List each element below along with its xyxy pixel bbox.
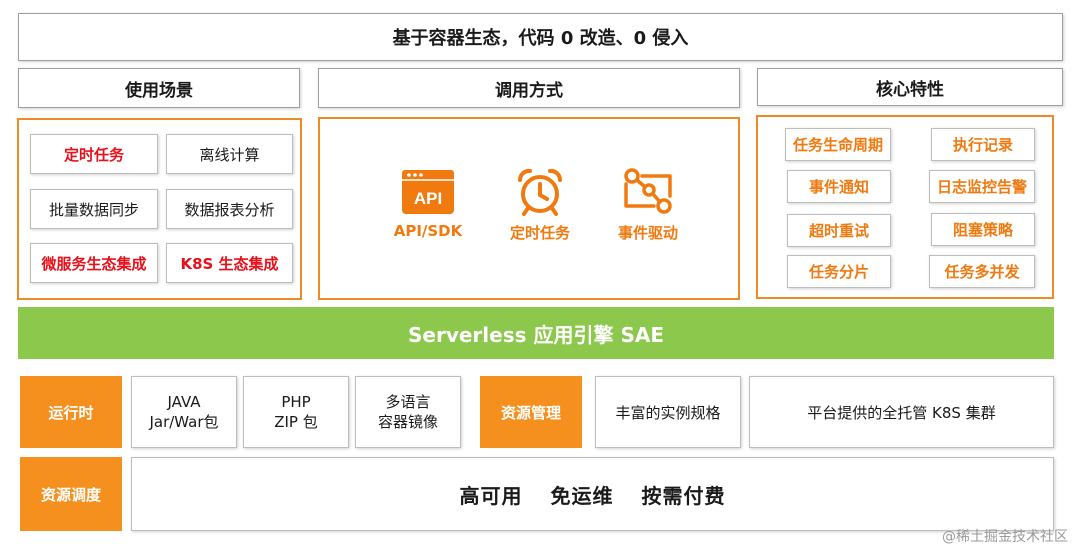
watermark: @稀土掘金技术社区 [942, 529, 1068, 545]
runtime-line: 多语言 [385, 393, 431, 411]
scenario-item: 批量数据同步 [30, 189, 158, 229]
feature-item: 任务分片 [787, 255, 891, 288]
scenario-item: 定时任务 [30, 134, 158, 174]
feature-item: 日志监控告警 [929, 170, 1035, 203]
feature-item: 执行记录 [931, 128, 1035, 161]
section-title-features: 核心特性 [757, 68, 1063, 106]
scenario-item: K8S 生态集成 [166, 243, 293, 283]
event-flow-icon [624, 168, 672, 214]
scheduling-benefits: 高可用 免运维 按需付费 [131, 457, 1054, 531]
resource-item-k8s-cluster: 平台提供的全托管 K8S 集群 [749, 376, 1054, 448]
runtime-line: Jar/War包 [149, 413, 219, 431]
method-scheduled: 定时任务 [490, 166, 590, 243]
runtime-item-multilang: 多语言 容器镜像 [355, 376, 461, 448]
feature-item: 任务多并发 [929, 255, 1035, 288]
runtime-line: ZIP 包 [274, 413, 318, 431]
resource-item-instance-specs: 丰富的实例规格 [595, 376, 741, 448]
benefit-high-availability: 高可用 [459, 483, 523, 508]
method-label: 事件驱动 [617, 224, 678, 242]
runtime-item-java: JAVA Jar/War包 [131, 376, 237, 448]
scenario-item: 数据报表分析 [166, 189, 293, 229]
scenario-item: 微服务生态集成 [30, 243, 158, 283]
method-event: 事件驱动 [598, 166, 698, 243]
scenario-item: 离线计算 [166, 134, 293, 174]
benefit-no-ops: 免运维 [550, 483, 614, 508]
alarm-clock-icon [517, 168, 563, 216]
scheduling-label: 资源调度 [20, 457, 122, 531]
runtime-line: PHP [281, 393, 311, 411]
feature-item: 任务生命周期 [785, 128, 891, 161]
serverless-engine-bar: Serverless 应用引擎 SAE [18, 307, 1054, 359]
section-title-invocation: 调用方式 [318, 68, 740, 108]
feature-item: 阻塞策略 [931, 213, 1035, 246]
runtime-item-php: PHP ZIP 包 [243, 376, 349, 448]
feature-item: 超时重试 [787, 214, 891, 247]
runtime-line: 容器镜像 [377, 413, 438, 431]
runtime-line: JAVA [167, 393, 201, 411]
resource-management-label: 资源管理 [480, 376, 582, 448]
page-title: 基于容器生态，代码 0 改造、0 侵入 [18, 13, 1063, 61]
method-label: 定时任务 [509, 224, 570, 242]
api-window-icon: API [402, 170, 454, 214]
feature-item: 事件通知 [787, 170, 891, 203]
method-label: API/SDK [393, 222, 463, 240]
api-icon-text: API [414, 189, 442, 208]
benefit-pay-as-you-go: 按需付费 [641, 483, 726, 508]
section-title-scenarios: 使用场景 [18, 68, 300, 108]
runtime-label: 运行时 [20, 376, 122, 448]
method-api-sdk: API API/SDK [378, 168, 478, 240]
